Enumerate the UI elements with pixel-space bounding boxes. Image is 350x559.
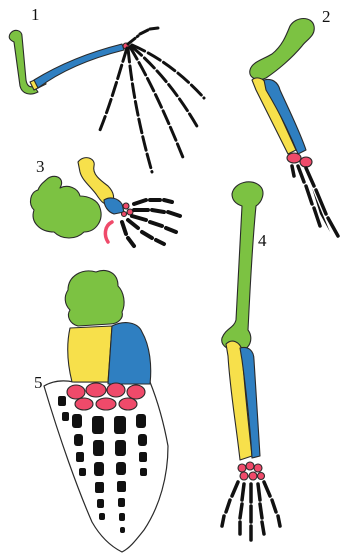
limb-3-mole-limb: 3	[31, 157, 180, 246]
mole-ulna	[104, 198, 124, 214]
human-humerus	[222, 182, 263, 351]
limb-1-bat-wing: 1	[9, 5, 204, 172]
limb-4-human-arm: 4	[222, 182, 280, 540]
whale-radius	[68, 326, 112, 382]
bird-humerus	[250, 19, 315, 80]
label-5: 5	[34, 373, 43, 392]
whale-humerus	[65, 271, 124, 326]
label-3: 3	[36, 157, 45, 176]
whale-ulna	[108, 323, 151, 384]
label-4: 4	[258, 231, 267, 250]
bird-digits	[292, 166, 338, 236]
label-2: 2	[322, 7, 331, 26]
human-carpals	[238, 462, 265, 480]
label-1: 1	[31, 5, 40, 24]
mole-digits	[122, 200, 180, 246]
limb-5-whale-flipper: 5	[34, 271, 168, 552]
bat-ulna	[34, 44, 124, 88]
limb-2-bird-wing: 2	[250, 7, 338, 236]
human-digits	[222, 482, 280, 540]
